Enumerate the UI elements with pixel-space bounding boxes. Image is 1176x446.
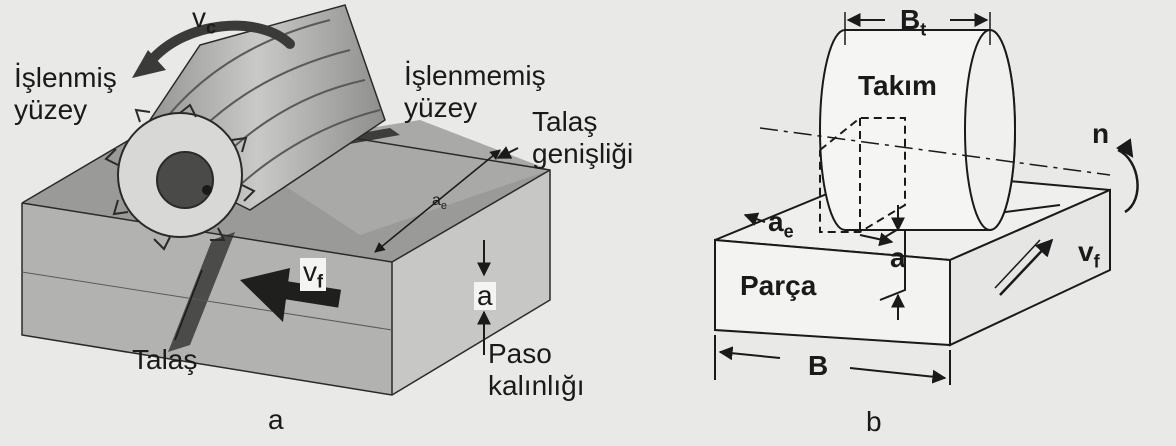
pass-thickness-line-1: Paso: [488, 338, 552, 369]
chip-width-label: Talaş genişliği: [532, 108, 633, 168]
vc-symbol: v: [192, 2, 206, 33]
vf-subscript-a: f: [317, 271, 323, 292]
ae-label-b: ae: [768, 208, 794, 241]
bt-subscript: t: [920, 19, 927, 40]
bt-label: Bt: [900, 6, 926, 39]
n-label: n: [1092, 118, 1110, 149]
rotation-arrow-vc: [145, 20, 295, 67]
chip-width-line-2: genişliği: [532, 138, 634, 169]
chip-width-line-1: Talaş: [532, 106, 598, 137]
vf-subscript-b: f: [1093, 251, 1100, 272]
ae-symbol-b: a: [768, 206, 784, 237]
machined-surface-label: İşlenmiş yüzey: [14, 64, 117, 124]
ae-symbol-a: a: [432, 192, 441, 209]
vc-subscript: c: [206, 17, 217, 38]
vc-label: vc: [192, 4, 216, 37]
panel-a: [21, 4, 551, 396]
unmachined-surface-line-2: yüzey: [404, 92, 478, 123]
bt-symbol: B: [900, 4, 921, 35]
machined-surface-line-1: İşlenmiş: [14, 62, 117, 93]
chip-label: Talaş: [132, 344, 198, 375]
width-label-b: B: [808, 350, 829, 381]
vf-label-a: vf: [300, 258, 326, 291]
pass-thickness-label: Paso kalınlığı: [488, 340, 585, 400]
vf-label-b: vf: [1078, 238, 1100, 271]
tool-label: Takım: [858, 70, 937, 101]
depth-label-a: a: [474, 282, 496, 310]
depth-label-b: a: [890, 242, 906, 273]
pass-thickness-line-2: kalınlığı: [488, 370, 585, 401]
caption-a: a: [268, 404, 284, 435]
ae-dimension-line: [374, 149, 501, 253]
unmachined-surface-line-1: İşlenmemiş: [404, 60, 546, 91]
ae-subscript-b: e: [783, 221, 794, 242]
caption-b: b: [866, 406, 882, 437]
vf-symbol-a: v: [303, 256, 317, 287]
milling-cutter: [104, 4, 386, 251]
ae-label-a: ae: [432, 193, 447, 212]
block-side-face: [392, 170, 550, 395]
panel-b: [714, 12, 1139, 385]
feed-arrow: [240, 268, 342, 322]
chip-strip: [168, 232, 235, 352]
unmachined-surface-label: İşlenmemiş yüzey: [404, 62, 546, 122]
machined-surface-line-2: yüzey: [14, 94, 88, 125]
ae-subscript-a: e: [440, 200, 448, 213]
part-label: Parça: [740, 270, 817, 301]
vf-symbol-b: v: [1078, 236, 1094, 267]
